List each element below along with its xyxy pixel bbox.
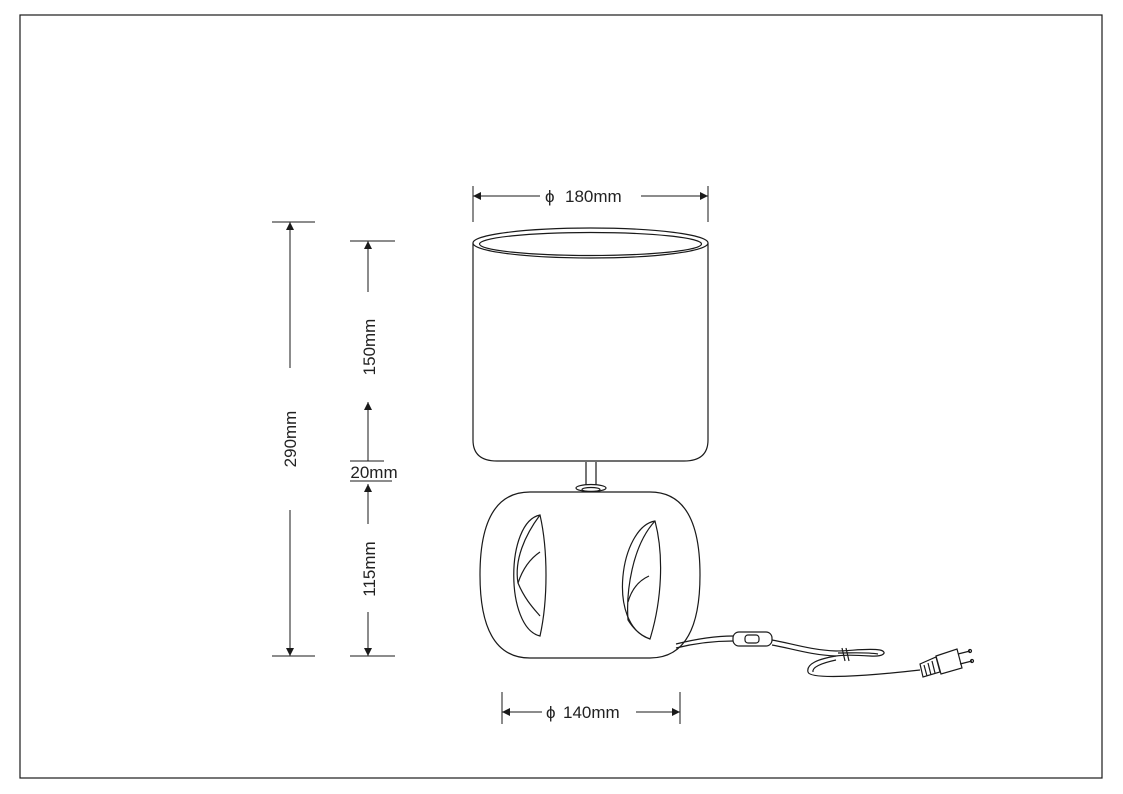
neck-height-dimension [350,460,392,524]
total-height-label: 290mm [281,411,300,468]
power-plug [919,648,975,678]
shade-height-dimension [350,240,395,461]
neck-height-label: 20mm [350,463,397,482]
base-diameter-label: 140mm [563,703,620,722]
shade-diameter-dimension [472,186,709,222]
base-opening-left [513,514,547,637]
lamp-illustration [472,227,975,678]
drawing-frame [19,14,1103,779]
base-height-dimension [350,612,395,657]
base-height-label: 115mm [360,541,379,596]
shade-height-label: 150mm [360,319,379,376]
shade-diameter-symbol: ϕ [545,187,555,206]
power-cable [675,635,921,678]
base-diameter-symbol: ϕ [546,703,556,722]
lamp-shade [472,227,709,462]
lamp-neck [575,462,607,493]
lamp-base [479,491,701,659]
total-height-dimension [272,221,315,657]
cable-switch [732,631,773,647]
shade-diameter-label: 180mm [565,187,622,206]
base-diameter-dimension [501,692,681,724]
